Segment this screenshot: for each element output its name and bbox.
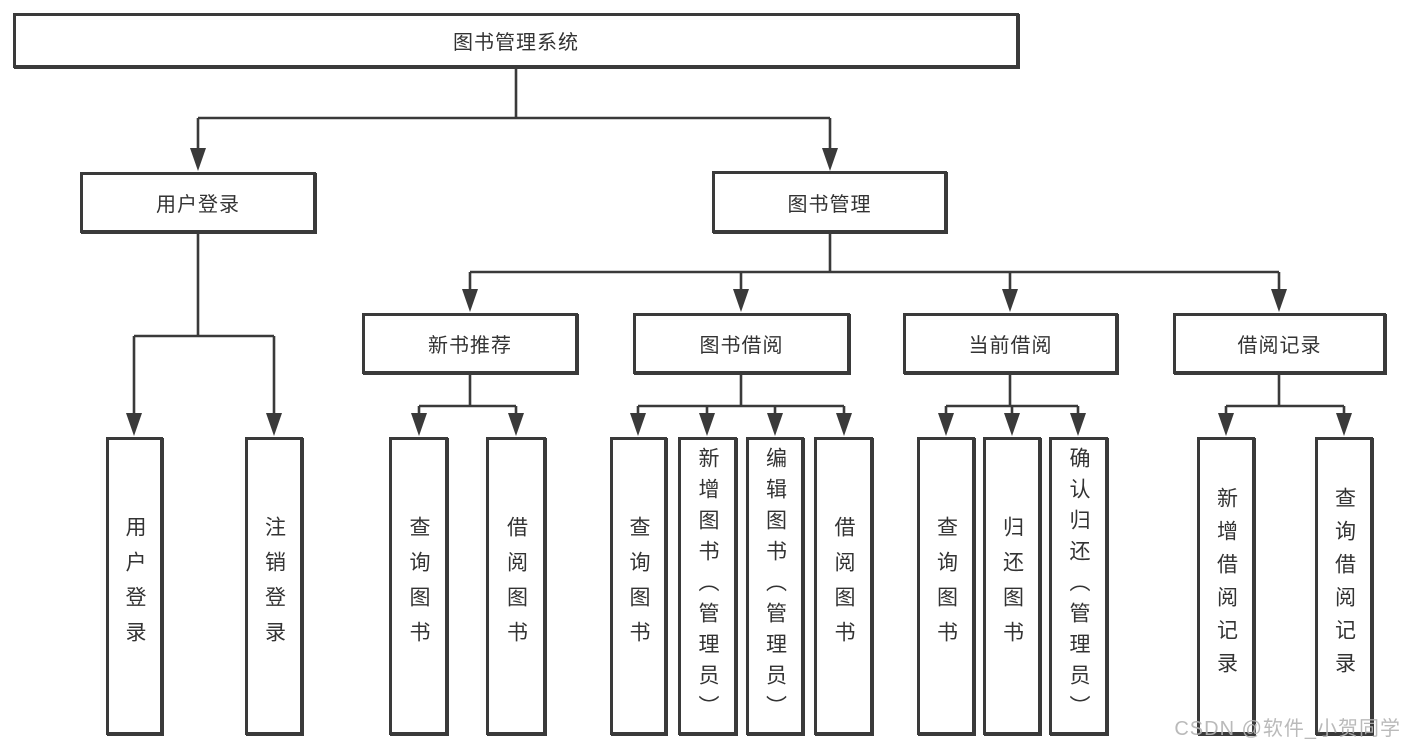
arrowhead — [266, 413, 282, 436]
leaf-add-books-admin: 新增图书（管理员） — [678, 437, 737, 735]
node-current-borrow: 当前借阅 — [903, 313, 1118, 374]
arrowhead — [508, 413, 524, 436]
arrowhead — [822, 148, 838, 171]
leaf-newbook-borrow-books: 借阅图书 — [486, 437, 546, 735]
node-book-management: 图书管理 — [712, 171, 947, 233]
leaf-current-query-books-label: 查询图书 — [934, 516, 958, 656]
leaf-return-books-label: 归还图书 — [1000, 516, 1024, 656]
leaf-edit-books-admin: 编辑图书（管理员） — [746, 437, 804, 735]
arrowhead — [1336, 413, 1352, 436]
leaf-borrow-query-books-label: 查询图书 — [627, 516, 650, 656]
leaf-borrow-query-books: 查询图书 — [610, 437, 667, 735]
leaf-user-login-label: 用户登录 — [123, 516, 146, 656]
node-current-borrow-label: 当前借阅 — [968, 335, 1053, 357]
node-book-borrow: 图书借阅 — [633, 313, 850, 374]
node-user-login-label: 用户登录 — [156, 194, 240, 216]
node-borrow-records: 借阅记录 — [1173, 313, 1386, 374]
node-user-login: 用户登录 — [80, 172, 316, 233]
leaf-query-borrow-record-label: 查询借阅记录 — [1332, 487, 1356, 685]
leaf-newbook-borrow-books-label: 借阅图书 — [504, 516, 528, 656]
arrowhead — [1002, 289, 1018, 312]
arrowhead — [1218, 413, 1234, 436]
leaf-newbook-query-books-label: 查询图书 — [407, 516, 430, 656]
arrowhead — [836, 413, 852, 436]
leaf-confirm-return-admin: 确认归还（管理员） — [1049, 437, 1108, 735]
arrowhead — [938, 413, 954, 436]
node-borrow-records-label: 借阅记录 — [1237, 335, 1322, 357]
node-book-management-label: 图书管理 — [787, 193, 872, 216]
arrowhead — [462, 289, 478, 312]
arrowhead — [1070, 413, 1086, 436]
leaf-borrow-borrow-books: 借阅图书 — [814, 437, 873, 735]
leaf-edit-books-admin-label: 编辑图书（管理员） — [763, 446, 787, 726]
leaf-newbook-query-books: 查询图书 — [389, 437, 448, 735]
arrowhead — [1271, 289, 1287, 312]
arrowhead — [733, 289, 749, 312]
arrowhead — [630, 413, 646, 436]
leaf-user-login: 用户登录 — [106, 437, 163, 735]
leaf-borrow-borrow-books-label: 借阅图书 — [832, 516, 855, 656]
arrowhead — [767, 413, 783, 436]
leaf-query-borrow-record: 查询借阅记录 — [1315, 437, 1373, 735]
leaf-add-borrow-record: 新增借阅记录 — [1197, 437, 1255, 735]
arrowhead — [411, 413, 427, 436]
arrowhead — [1004, 413, 1020, 436]
leaf-return-books: 归还图书 — [983, 437, 1041, 735]
node-root-label: 图书管理系统 — [453, 32, 579, 54]
arrowhead — [126, 413, 142, 436]
leaf-logout-label: 注销登录 — [262, 516, 286, 656]
node-book-borrow-label: 图书借阅 — [699, 335, 784, 357]
leaf-add-books-admin-label: 新增图书（管理员） — [696, 446, 719, 726]
arrowhead — [190, 148, 206, 171]
node-new-book-recommend: 新书推荐 — [362, 313, 578, 374]
leaf-current-query-books: 查询图书 — [917, 437, 975, 735]
leaf-add-borrow-record-label: 新增借阅记录 — [1214, 487, 1238, 685]
node-root: 图书管理系统 — [13, 13, 1019, 68]
node-new-book-recommend-label: 新书推荐 — [428, 335, 512, 357]
leaf-logout: 注销登录 — [245, 437, 303, 735]
arrowhead — [699, 413, 715, 436]
leaf-confirm-return-admin-label: 确认归还（管理员） — [1067, 446, 1090, 726]
